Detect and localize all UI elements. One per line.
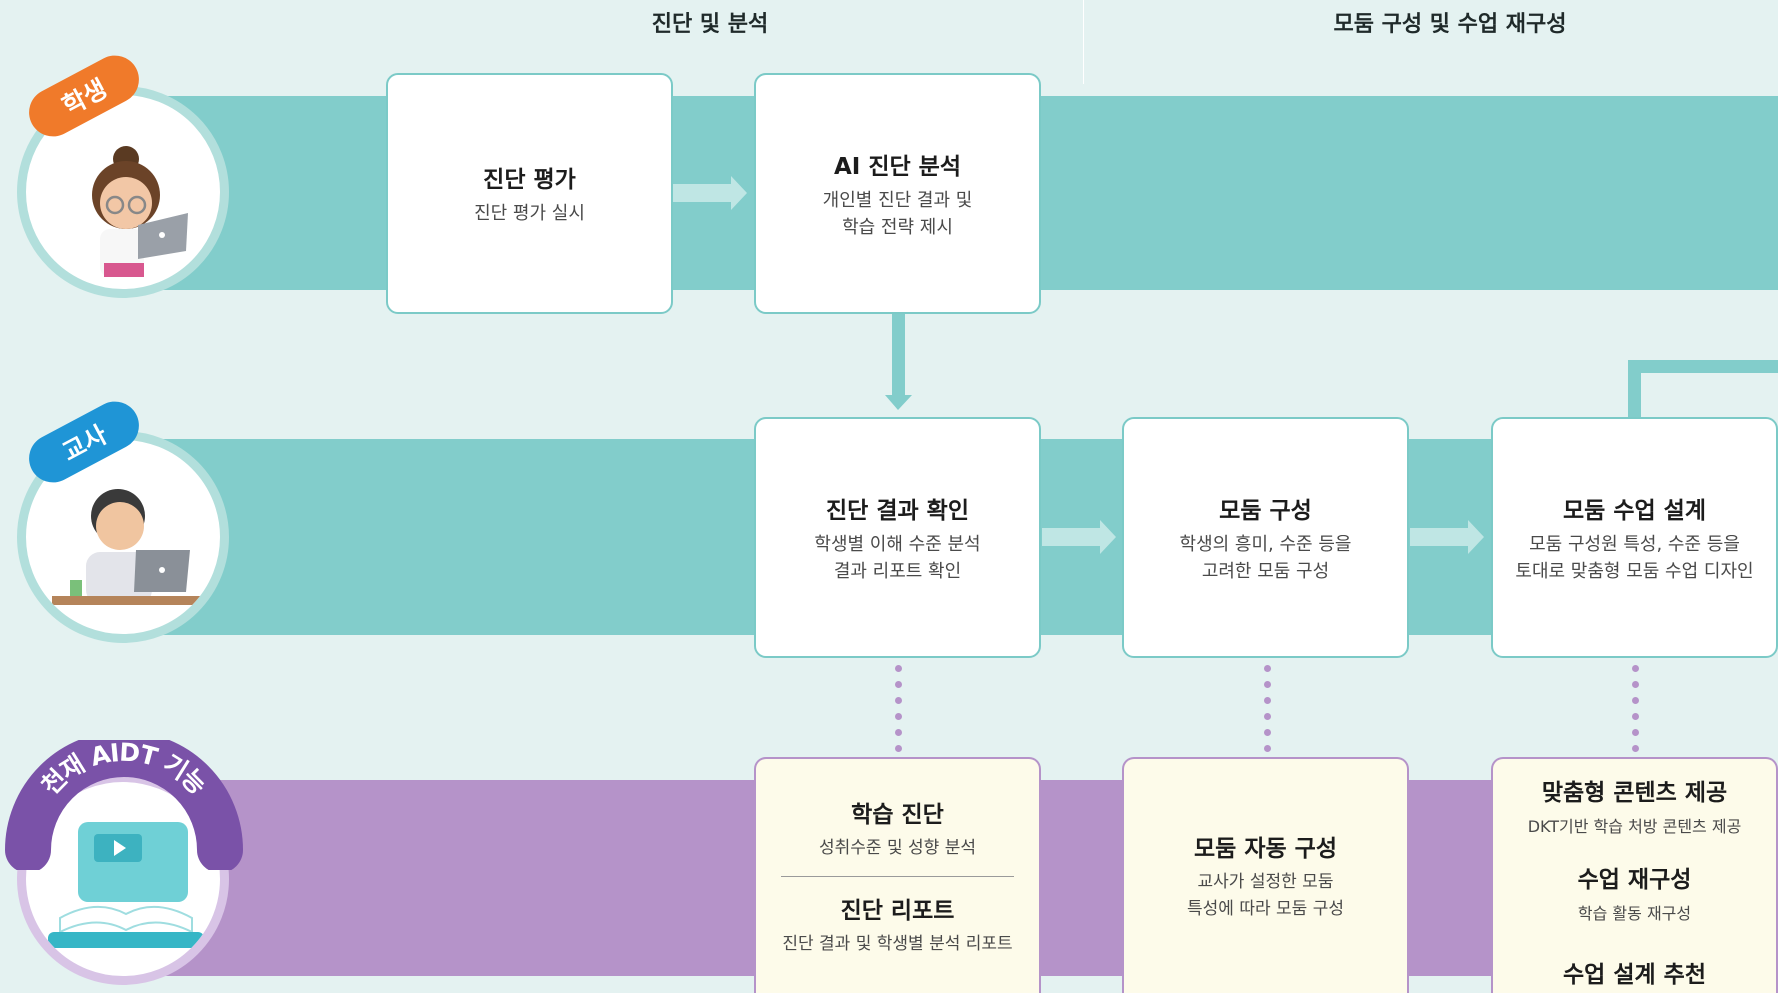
phase-divider bbox=[1083, 0, 1084, 84]
box-desc: 토대로 맞춤형 모둠 수업 디자인 bbox=[1515, 560, 1754, 582]
box-title: 진단 평가 bbox=[483, 167, 576, 193]
phase-title-diagnosis: 진단 및 분석 bbox=[651, 12, 769, 37]
box-group-formation: 모둠 구성 학생의 흥미, 수준 등을 고려한 모둠 구성 bbox=[1122, 417, 1409, 658]
box-title: 학습 진단 bbox=[851, 801, 944, 828]
role-tag-aidt: 천재 AIDT 기능 bbox=[5, 740, 243, 870]
box-desc: 결과 리포트 확인 bbox=[833, 560, 962, 582]
box-diagnostic-test: 진단 평가 진단 평가 실시 bbox=[386, 73, 673, 314]
box-desc: 학습 활동 재구성 bbox=[1577, 904, 1692, 923]
dotted-connector-3 bbox=[1632, 665, 1639, 761]
aidt-illustration bbox=[48, 822, 204, 948]
teacher-illustration bbox=[52, 489, 202, 605]
box-content-and-lesson: 맞춤형 콘텐츠 제공 DKT기반 학습 처방 콘텐츠 제공 수업 재구성 학습 … bbox=[1491, 757, 1778, 993]
box-desc: 학습 전략 제시 bbox=[842, 216, 953, 238]
phase-title-group-lesson: 모둠 구성 및 수업 재구성 bbox=[1333, 12, 1567, 37]
box-ai-diagnosis: AI 진단 분석 개인별 진단 결과 및 학습 전략 제시 bbox=[754, 73, 1041, 314]
box-title: AI 진단 분석 bbox=[833, 153, 961, 180]
dotted-connector-2 bbox=[1264, 665, 1271, 761]
box-title: 모둠 구성 bbox=[1219, 497, 1312, 524]
box-desc: 특성에 따라 모둠 구성 bbox=[1187, 899, 1344, 919]
arrow-student-1 bbox=[673, 176, 747, 210]
box-desc: 모둠 구성원 특성, 수준 등을 bbox=[1529, 533, 1740, 555]
dotted-connector-1 bbox=[895, 665, 902, 761]
box-desc: 진단 결과 및 학생별 분석 리포트 bbox=[782, 933, 1013, 954]
box-title: 진단 결과 확인 bbox=[826, 497, 969, 524]
box-title: 맞춤형 콘텐츠 제공 bbox=[1541, 780, 1728, 806]
box-title: 수업 설계 추천 bbox=[1563, 962, 1706, 988]
box-group-lesson-design: 모둠 수업 설계 모둠 구성원 특성, 수준 등을 토대로 맞춤형 모둠 수업 … bbox=[1491, 417, 1778, 658]
box-learning-diagnosis: 학습 진단 성취수준 및 성향 분석 진단 리포트 진단 결과 및 학생별 분석… bbox=[754, 757, 1041, 993]
box-title: 모둠 자동 구성 bbox=[1194, 836, 1337, 862]
box-desc: DKT기반 학습 처방 콘텐츠 제공 bbox=[1527, 817, 1742, 836]
return-connector-horizontal bbox=[1628, 360, 1778, 373]
box-desc: 고려한 모둠 구성 bbox=[1201, 560, 1330, 582]
student-illustration bbox=[92, 146, 188, 277]
box-desc: 학생의 흥미, 수준 등을 bbox=[1179, 533, 1352, 555]
box-desc: 교사가 설정한 모둠 bbox=[1197, 872, 1334, 892]
box-title: 수업 재구성 bbox=[1577, 867, 1692, 893]
box-auto-grouping: 모둠 자동 구성 교사가 설정한 모둠 특성에 따라 모둠 구성 bbox=[1122, 757, 1409, 993]
box-desc: 학생별 이해 수준 분석 bbox=[814, 533, 981, 555]
box-check-results: 진단 결과 확인 학생별 이해 수준 분석 결과 리포트 확인 bbox=[754, 417, 1041, 658]
box-title: 모둠 수업 설계 bbox=[1563, 497, 1706, 524]
box-title: 진단 리포트 bbox=[840, 897, 955, 924]
box-desc: 개인별 진단 결과 및 bbox=[822, 189, 973, 211]
arrow-teacher-1 bbox=[1042, 520, 1116, 554]
box-desc: 성취수준 및 성향 분석 bbox=[819, 837, 976, 858]
arrow-teacher-2 bbox=[1410, 520, 1484, 554]
arrow-down-to-teacher bbox=[885, 313, 912, 410]
box-desc: 진단 평가 실시 bbox=[474, 203, 585, 224]
separator bbox=[781, 875, 1014, 877]
